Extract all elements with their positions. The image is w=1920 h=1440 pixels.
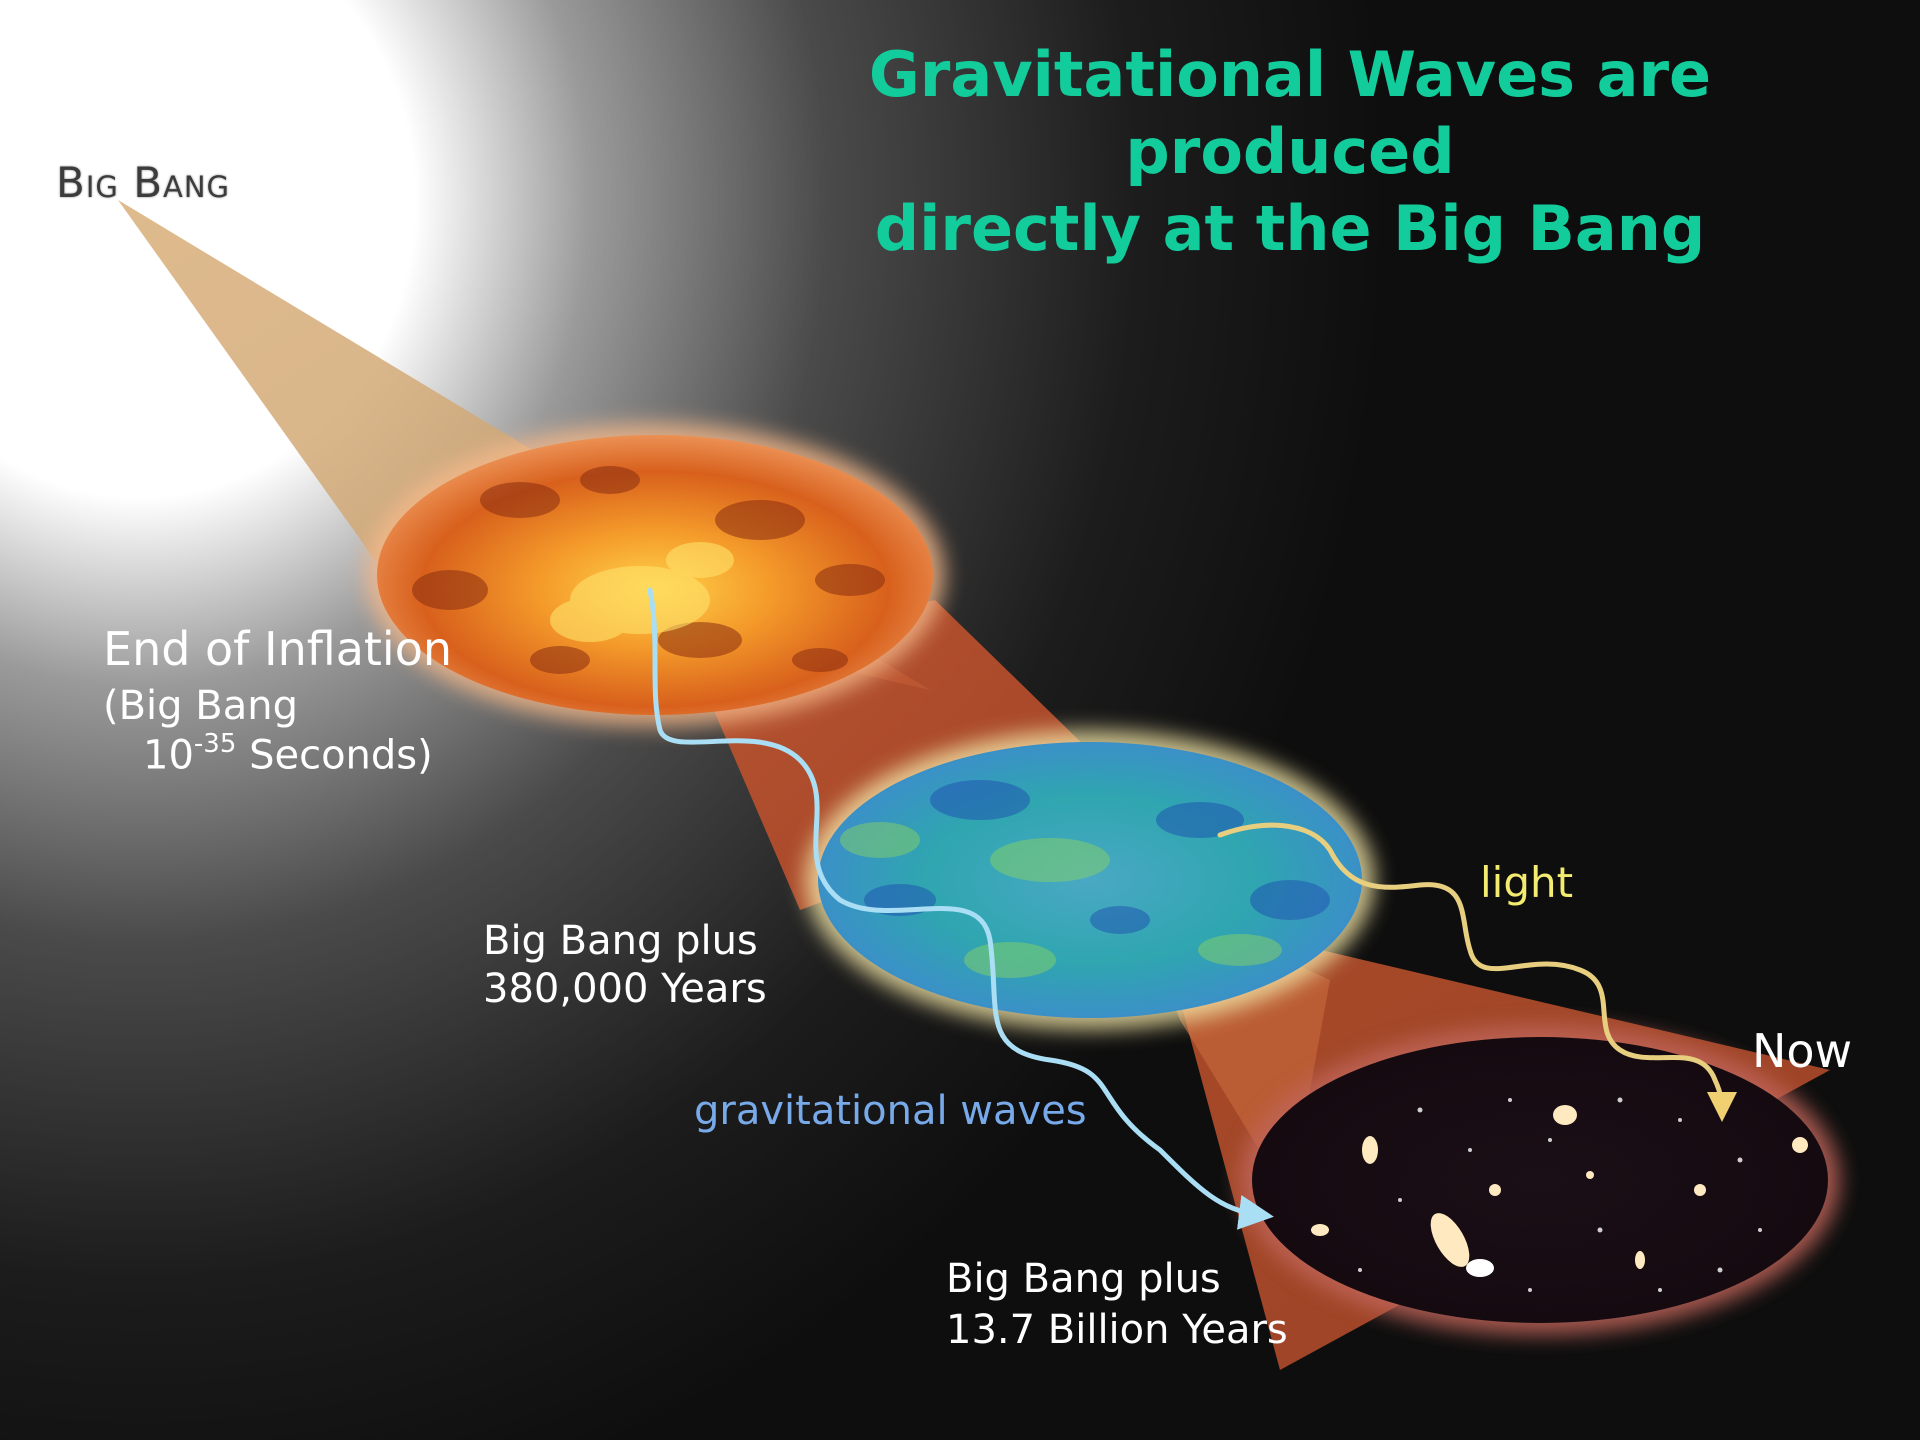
- cmb-disc: [805, 730, 1375, 1030]
- inflation-subtitle: (Big Bang: [103, 683, 298, 729]
- light-arrow: [1217, 822, 1737, 1122]
- inflation-title: End of Inflation: [103, 622, 452, 676]
- title-line-1: Gravitational Waves are: [868, 38, 1712, 111]
- gravitational-wave-arrow: [647, 587, 1274, 1230]
- inflation-disc: [365, 423, 945, 727]
- present-label-line-1: Big Bang plus: [946, 1256, 1221, 1302]
- present-universe-disc: [1240, 1025, 1840, 1335]
- cmb-label-line-2: 380,000 Years: [483, 966, 767, 1012]
- inflation-time-base: 10: [143, 732, 194, 779]
- now-label: Now: [1752, 1024, 1853, 1078]
- gravitational-waves-label: gravitational waves: [694, 1088, 1087, 1134]
- inflation-time: 10-35 Seconds): [143, 729, 433, 779]
- diagram-title: Gravitational Waves are produced directl…: [840, 36, 1740, 267]
- title-line-3: directly at the Big Bang: [874, 192, 1706, 265]
- light-label: light: [1480, 858, 1574, 907]
- inflation-time-exponent: -35: [193, 729, 237, 759]
- present-label-line-2: 13.7 Billion Years: [946, 1307, 1288, 1353]
- inflation-time-unit: Seconds): [236, 732, 433, 779]
- big-bang-logo: Big Bang: [56, 158, 231, 207]
- cmb-label-line-1: Big Bang plus: [483, 918, 758, 964]
- title-line-2: produced: [1125, 115, 1455, 188]
